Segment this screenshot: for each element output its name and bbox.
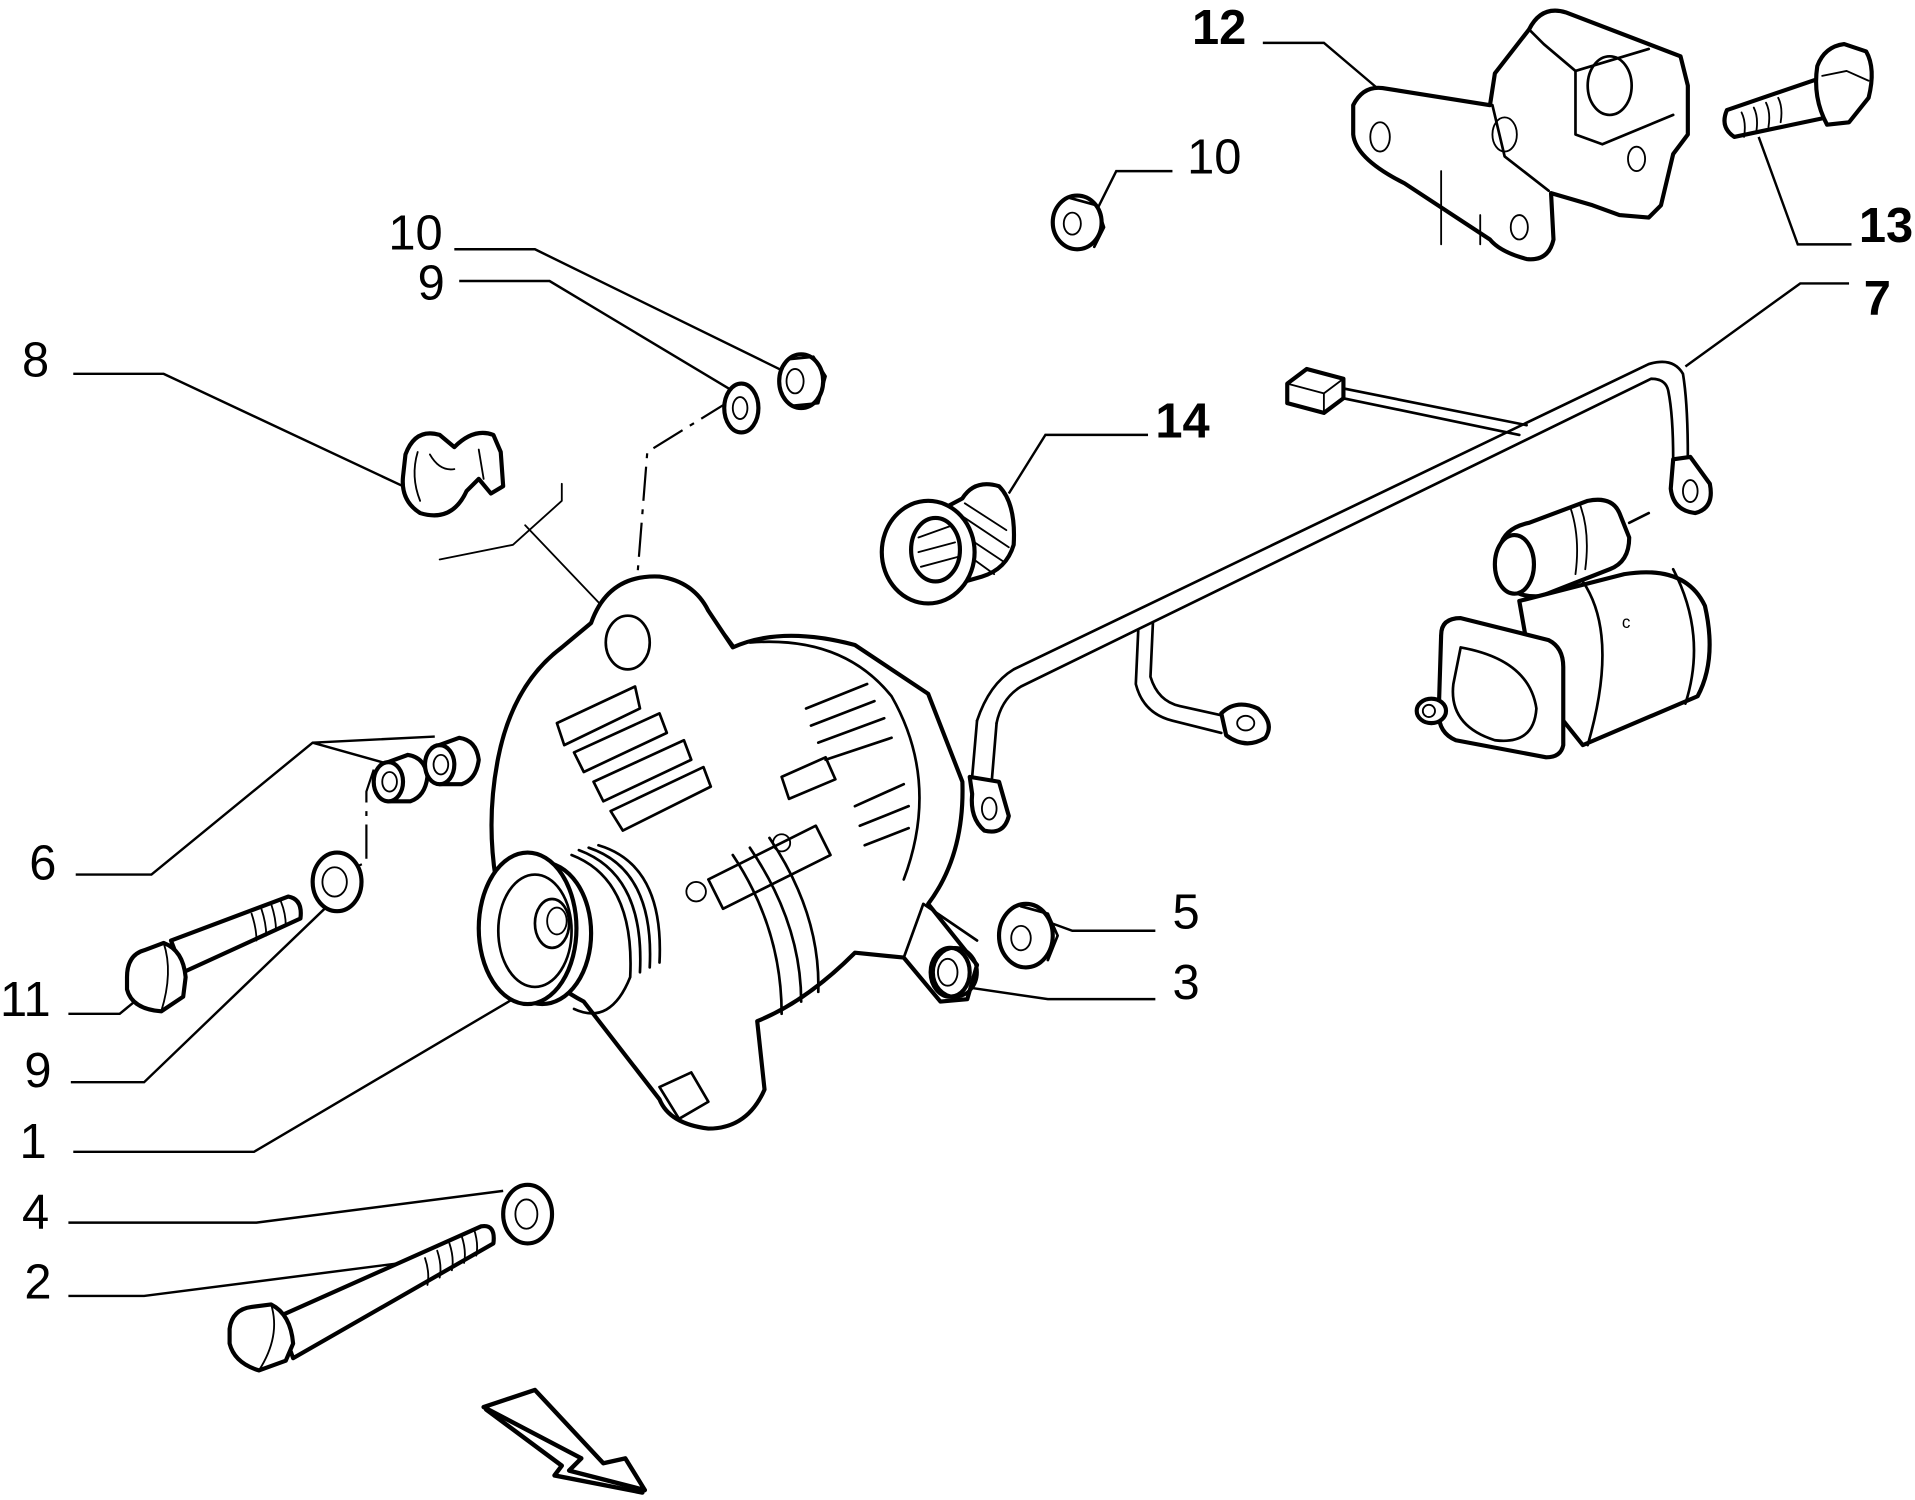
bushing-in-bracket: [931, 946, 979, 999]
leader-8: [73, 372, 404, 488]
callout-14: 14: [1155, 394, 1209, 448]
starter-mark: c: [1622, 613, 1631, 632]
washer-top: [722, 381, 761, 435]
wiring-harness: [967, 360, 1713, 834]
leader-12: [1262, 41, 1381, 92]
nut-top-left: [777, 352, 827, 411]
leader-4: [68, 1189, 504, 1224]
bracket: [1351, 8, 1690, 262]
callout-2: 2: [24, 1255, 51, 1309]
leader-14: [1007, 433, 1149, 495]
leader-6: [75, 735, 435, 876]
callout-4: 4: [22, 1186, 49, 1240]
callout-8: 8: [22, 333, 49, 387]
callout-6: 6: [29, 836, 56, 890]
leader-9-top: [459, 279, 734, 392]
axis-top: [636, 399, 731, 575]
leader-5: [1045, 919, 1156, 932]
alternator: [476, 574, 980, 1131]
washer-left: [310, 850, 364, 914]
leader-7: [1684, 282, 1850, 368]
long-bolt: [227, 1223, 496, 1373]
clip: [400, 430, 506, 518]
callout-12: 12: [1192, 1, 1246, 55]
direction-arrow-icon: [481, 1387, 648, 1495]
nut-top-center: [1050, 193, 1106, 252]
starter-motor: c: [1414, 497, 1712, 760]
leader-10-left: [454, 248, 783, 372]
callout-10-top: 10: [1187, 131, 1241, 185]
leader-9-left: [70, 900, 334, 1084]
leader-lines: [68, 41, 1852, 1298]
callout-5: 5: [1172, 885, 1199, 939]
callout-13: 13: [1859, 199, 1913, 253]
callout-9-top: 9: [418, 256, 445, 310]
callout-11: 11: [0, 973, 51, 1027]
leader-6b: [312, 741, 392, 766]
bushing-sleeve: [879, 482, 1017, 606]
leader-10-top: [1095, 169, 1173, 211]
clip-bracket-outline: [438, 482, 563, 561]
callout-10-left: 10: [388, 206, 442, 260]
bolt-left: [124, 894, 303, 1014]
leader-2: [68, 1256, 440, 1298]
washer-lower: [501, 1182, 555, 1246]
nut-right: [996, 901, 1059, 970]
callout-7: 7: [1864, 272, 1891, 326]
callout-9-left: 9: [24, 1044, 51, 1098]
callout-labels: 1 2 3 4 5 6 7 8 9 9 10 10 11 12 13 14: [0, 1, 1913, 1309]
bracket-bolt: [1722, 42, 1874, 139]
spacer-pair: [371, 735, 481, 804]
callout-1: 1: [20, 1115, 47, 1169]
leader-3: [964, 985, 1156, 1001]
callout-3: 3: [1172, 956, 1199, 1010]
leader-13: [1757, 136, 1852, 246]
leader-1: [73, 994, 520, 1154]
